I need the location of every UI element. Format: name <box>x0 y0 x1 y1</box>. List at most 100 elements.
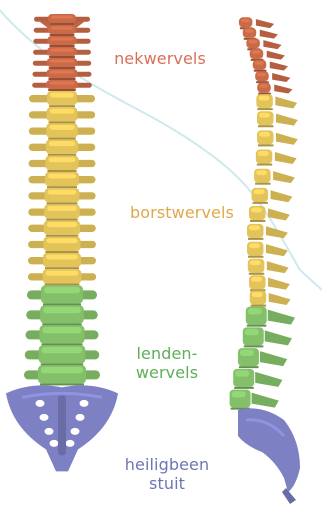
spinous-process <box>268 278 290 290</box>
spinous-process <box>274 84 292 93</box>
body-highlight <box>251 277 262 282</box>
thoracic-vertebra-front <box>29 156 96 172</box>
body-highlight <box>254 189 265 194</box>
sacral-foramen <box>50 440 59 447</box>
lumbar-vertebra-side <box>246 307 295 327</box>
body-highlight <box>251 208 262 213</box>
disc <box>48 138 76 140</box>
thoracic-label: borstwervels <box>112 203 252 222</box>
body-highlight <box>47 222 77 227</box>
thoracic-vertebra-front <box>29 123 95 139</box>
body-highlight <box>46 271 79 276</box>
thoracic-vertebra-side <box>249 275 290 291</box>
cervical-vertebra-front <box>33 47 91 58</box>
body-highlight <box>48 190 77 195</box>
disc <box>49 45 74 47</box>
thoracic-vertebra-front <box>29 91 95 107</box>
thoracic-vertebra-front <box>28 188 95 204</box>
front-view-spine <box>6 14 118 471</box>
body-highlight <box>240 350 254 356</box>
thoracic-vertebra-side <box>247 224 288 240</box>
lumbar-vertebra-side <box>243 327 292 347</box>
spinous-process <box>266 244 288 256</box>
spinous-process <box>268 208 290 220</box>
sacrum-front <box>6 385 118 471</box>
cervical-vertebra-side <box>243 28 278 40</box>
spinous-process <box>275 96 297 108</box>
thoracic-vertebra-front <box>28 253 96 269</box>
disc <box>45 267 79 269</box>
body-highlight <box>249 225 260 230</box>
body-highlight <box>250 260 261 265</box>
body-highlight <box>248 40 257 44</box>
thoracic-vertebra-side <box>257 130 298 146</box>
thoracic-vertebra-front <box>28 204 95 220</box>
body-highlight <box>46 255 78 260</box>
disc <box>250 220 265 222</box>
disc <box>47 202 78 204</box>
disc <box>247 325 267 327</box>
thoracic-vertebra-side <box>248 259 289 275</box>
spinous-process <box>268 310 295 325</box>
spinous-process <box>265 330 292 345</box>
disc <box>47 186 77 188</box>
disc <box>253 202 268 204</box>
body-highlight <box>252 292 263 297</box>
body-highlight <box>44 287 80 293</box>
body-highlight <box>50 38 73 41</box>
lumbar-vertebra-side <box>230 390 279 410</box>
body-highlight <box>49 82 75 85</box>
body-highlight <box>49 125 75 130</box>
disc <box>257 164 272 166</box>
disc <box>42 323 82 325</box>
disc <box>251 305 266 307</box>
body-highlight <box>235 370 249 376</box>
cervical-vertebra-front <box>33 36 90 47</box>
body-highlight <box>256 170 267 175</box>
disc <box>49 105 75 107</box>
spinous-process <box>273 171 295 183</box>
spinous-process <box>260 351 287 366</box>
disc <box>49 67 75 69</box>
body-highlight <box>258 151 269 156</box>
thoracic-vertebra-front <box>29 172 96 188</box>
disc <box>234 387 254 389</box>
disc <box>255 183 270 185</box>
body-highlight <box>42 347 83 353</box>
lumbar-vertebra-front <box>26 305 98 325</box>
body-highlight <box>50 109 75 114</box>
body-highlight <box>47 206 77 211</box>
thoracic-vertebra-side <box>252 188 293 204</box>
spinous-process <box>267 51 285 60</box>
thoracic-vertebra-front <box>28 221 96 237</box>
sacral-foramen <box>66 440 75 447</box>
spinous-process <box>252 393 279 408</box>
disc <box>248 256 263 258</box>
body-highlight <box>51 27 74 30</box>
body-highlight <box>257 73 266 77</box>
disc <box>48 89 76 91</box>
cervical-vertebra-side <box>255 71 290 83</box>
body-highlight <box>259 84 268 88</box>
sacrum-side <box>238 408 300 504</box>
cervical-vertebra-front <box>34 25 91 36</box>
median-crest <box>58 395 66 455</box>
lumbar-vertebra-side <box>238 348 287 368</box>
disc <box>40 383 84 385</box>
spinous-process <box>269 293 291 305</box>
disc <box>50 34 75 36</box>
disc <box>46 219 78 221</box>
spinous-process <box>272 73 290 82</box>
body-highlight <box>50 49 74 52</box>
thoracic-vertebra-side <box>247 242 288 258</box>
disc <box>45 251 78 253</box>
lumbar-vertebra-front <box>25 345 100 365</box>
sacral-foramen <box>71 428 80 435</box>
body-highlight <box>49 141 75 146</box>
spinous-process <box>276 114 298 126</box>
cervical-vertebra-front <box>33 58 91 69</box>
body-highlight <box>245 29 254 33</box>
